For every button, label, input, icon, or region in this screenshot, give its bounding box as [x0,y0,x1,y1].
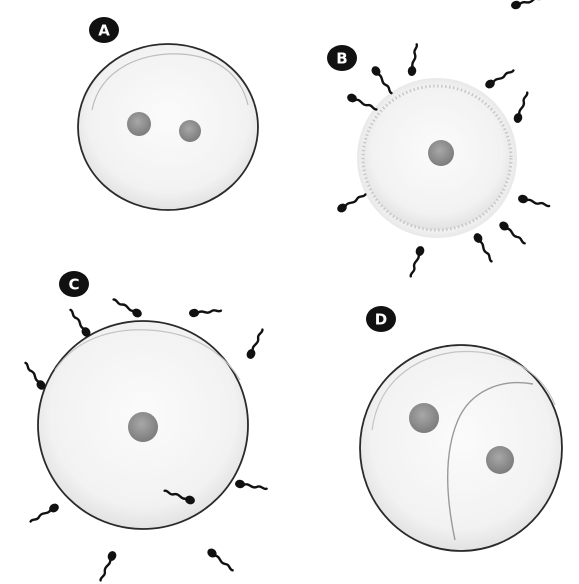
egg-cell-icon [360,345,562,551]
panel-d: D [360,306,562,551]
nucleus-icon [428,140,454,166]
sperm-icon [510,0,543,10]
panel-a: A [78,17,258,210]
label-b: B [336,50,347,68]
label-c: C [68,276,79,294]
label-badge-c: C [59,271,89,297]
sperm-icon [517,194,550,210]
panel-c: C [22,271,267,582]
sperm-icon [205,547,235,574]
nucleus-icon [409,403,439,433]
nucleus-icon [486,446,514,474]
label-a: A [98,22,110,40]
sperm-icon [22,360,47,391]
sperm-icon [407,245,426,278]
sperm-icon [112,296,144,319]
sperm-icon [245,328,266,361]
sperm-icon [484,67,516,90]
egg-cell-icon [78,44,258,210]
sperm-icon [497,220,527,247]
label-badge-d: D [366,306,396,332]
label-d: D [375,311,387,329]
sperm-icon [67,307,92,338]
panel-b: B [327,0,550,278]
sperm-icon [407,44,421,77]
sperm-icon [370,64,395,95]
sperm-icon [97,550,118,583]
nucleus-icon [127,112,151,136]
sperm-icon [336,191,368,214]
sperm-icon [234,479,267,493]
sperm-icon [29,502,61,525]
sperm-icon [512,91,531,124]
label-badge-a: A [89,17,119,43]
nucleus-icon [128,412,158,442]
nucleus-icon [179,120,201,142]
sperm-icon [472,232,495,264]
sperm-icon [189,306,222,317]
label-badge-b: B [327,45,357,71]
